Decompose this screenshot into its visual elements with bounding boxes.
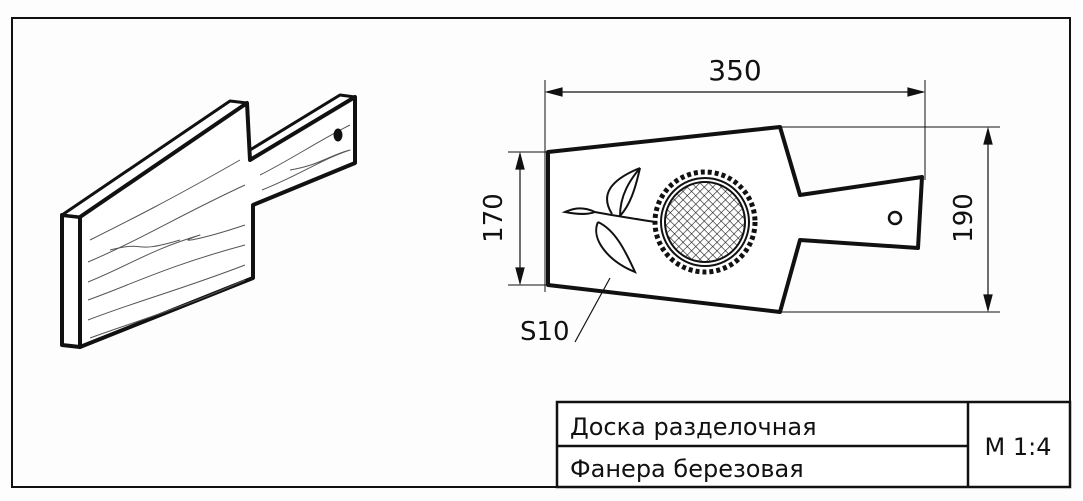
scale: М 1:4: [985, 433, 1052, 461]
material: Фанера березовая: [570, 455, 804, 483]
sunflower-ornament: [561, 167, 758, 275]
extension-lines: [508, 80, 1000, 313]
wood-grain: [87, 124, 351, 339]
front-view: 350 170 190 S10: [479, 54, 1000, 347]
hanging-hole: [887, 210, 903, 226]
leader-line: [574, 277, 611, 343]
dimension-lines: [515, 87, 993, 313]
dim-length: 350: [708, 54, 761, 87]
hanging-hole: [333, 128, 343, 142]
thickness-label: S10: [520, 317, 570, 347]
drawing-frame: [11, 17, 1071, 488]
isometric-board-view: [60, 93, 357, 349]
board-edge-left: [60, 213, 82, 349]
dim-width-left: 170: [479, 193, 509, 243]
part-name: Доска разделочная: [570, 413, 817, 441]
board-front-face: [78, 95, 357, 349]
title-block: Доска разделочная Фанера березовая М 1:4: [555, 400, 1072, 489]
dim-width-right: 190: [949, 193, 979, 243]
